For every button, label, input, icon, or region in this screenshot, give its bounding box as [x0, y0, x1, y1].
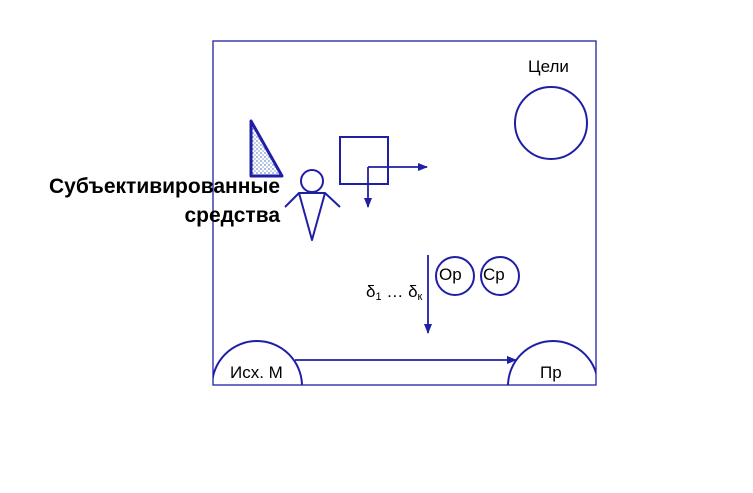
op-circle: [435, 256, 475, 296]
pr-label: Пр: [540, 363, 562, 382]
square-with-arrows-icon: [339, 136, 428, 208]
delta-ellipsis: …: [386, 282, 404, 301]
delta-last-subscript: к: [417, 291, 423, 303]
initial-m-half-circle: [213, 340, 303, 385]
subjective-means-line1: Субъективированные: [49, 175, 280, 198]
subjective-means-line2: средства: [184, 204, 280, 227]
delta-range-label: δ1 … δк: [366, 283, 422, 303]
delta-first-subscript: 1: [375, 291, 382, 303]
cp-label: Ср: [483, 265, 505, 284]
op-label: Ор: [439, 265, 462, 284]
cp-circle: [480, 256, 520, 296]
initial-m-label: Исх. М: [230, 363, 283, 382]
person-figure-icon: [284, 169, 341, 241]
goals-circle: [514, 86, 588, 160]
hatched-triangle-icon: [249, 119, 284, 178]
pr-half-circle: [507, 340, 596, 385]
goals-label: Цели: [528, 57, 569, 76]
delta-first-symbol: δ: [366, 282, 376, 301]
subjective-means-label: Субъективированные средства: [49, 172, 280, 230]
delta-last-symbol: δ: [408, 282, 418, 301]
outer-frame: [212, 40, 597, 386]
